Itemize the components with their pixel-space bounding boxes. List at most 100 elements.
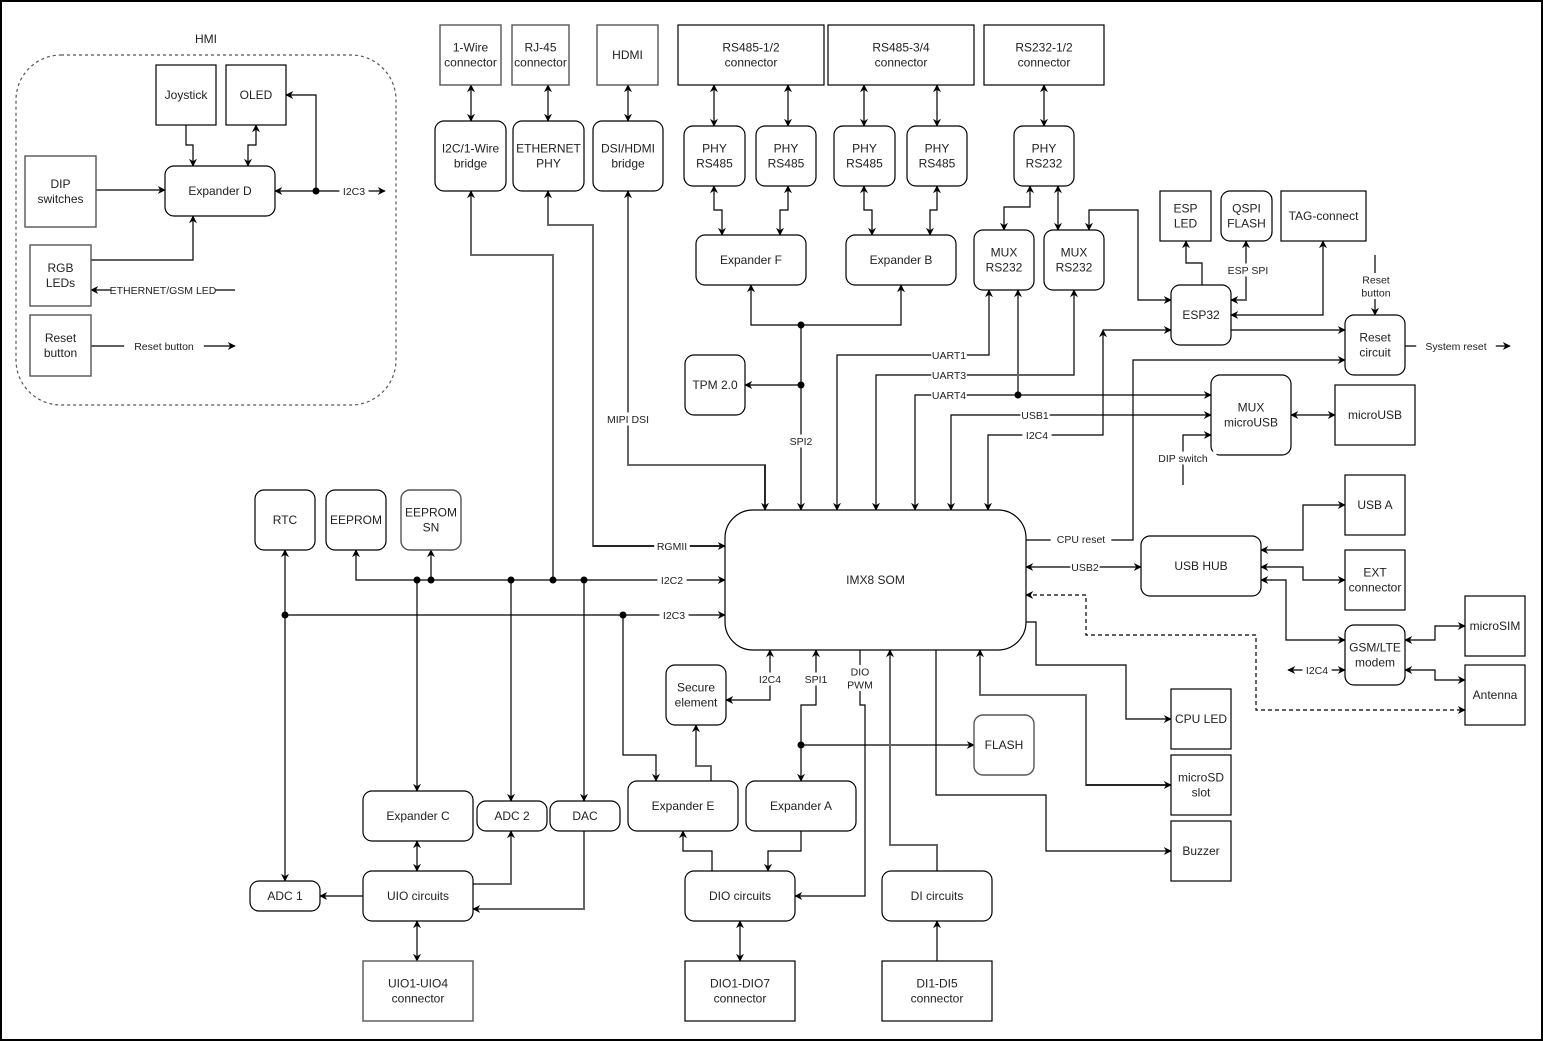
block-di-circuits: DI circuits <box>881 870 993 922</box>
connection-line <box>1025 591 1466 714</box>
connection-line <box>886 649 938 871</box>
connection-line <box>472 831 585 913</box>
label-bg <box>1020 408 1050 422</box>
block-expander-b: Expander B <box>845 234 957 286</box>
block-esp32: ESP32 <box>1170 284 1232 346</box>
block-shape <box>695 234 807 286</box>
block-shape <box>439 24 502 86</box>
block-shape <box>684 354 746 416</box>
block-label: Expander A <box>770 799 832 813</box>
block-label: Antenna <box>1473 688 1518 702</box>
connection-line <box>911 391 1212 511</box>
block-shape <box>511 24 570 86</box>
block-shape <box>1140 535 1262 597</box>
block-label: Expander F <box>720 253 782 267</box>
connection-line <box>467 190 554 580</box>
block-label: USB A <box>1357 498 1392 512</box>
label-bg <box>659 608 689 622</box>
block-label: TPM 2.0 <box>692 378 738 392</box>
block-label: USB HUB <box>1174 559 1227 573</box>
block-label: microSIM <box>1470 619 1521 633</box>
junction-dot <box>549 576 557 584</box>
block-shape <box>225 64 287 126</box>
block-label: Expander C <box>386 809 450 823</box>
block-shape <box>155 64 217 126</box>
signal-label-system-reset: System reset <box>1425 341 1486 353</box>
block-imx8-som: IMX8 SOM <box>724 509 1027 651</box>
signal-label-spi1: SPI1 <box>805 674 828 686</box>
block-microusb: microUSB <box>1334 384 1416 446</box>
block-expander-c: Expander C <box>362 790 474 842</box>
block-tpm: TPM 2.0 <box>684 354 746 416</box>
block-label: RTC <box>273 513 298 527</box>
block-label: Joystick <box>165 88 209 102</box>
block-expander-d: Expander D <box>164 165 276 217</box>
signal-label-i2c4-modem: I2C4 <box>1306 665 1328 677</box>
label-bg <box>1070 560 1100 574</box>
label-bg <box>657 573 687 587</box>
block-shape <box>434 120 507 192</box>
hmi-group-border <box>15 54 397 406</box>
signal-label-rgmii: RGMII <box>657 541 687 553</box>
block-label: ADC 2 <box>494 809 530 823</box>
block-shape <box>362 960 474 1022</box>
block-shape <box>724 509 1027 651</box>
block-shape <box>362 870 474 922</box>
label-bg <box>1302 663 1332 677</box>
connection-line <box>1404 622 1466 644</box>
signal-label-dip-switch: DIP switch <box>1158 453 1208 465</box>
signal-label-spi2: SPI2 <box>790 436 813 448</box>
label-bg <box>1050 532 1112 546</box>
connection-line <box>710 185 726 236</box>
block-shape <box>1464 595 1526 657</box>
block-label: HDMI <box>612 48 643 62</box>
signal-label-esp-spi: ESP SPI <box>1228 265 1269 277</box>
block-shape <box>400 489 462 551</box>
junction-dot <box>507 576 515 584</box>
block-rtc: RTC <box>254 489 316 551</box>
connection-line <box>244 124 260 167</box>
connection-line <box>91 215 197 261</box>
junction-dot <box>281 611 289 619</box>
signal-label-i2c4-top: I2C4 <box>1026 430 1048 442</box>
connection-line <box>935 650 1172 855</box>
junction-dot <box>413 576 421 584</box>
label-bg <box>1149 451 1217 465</box>
block-shape <box>683 125 746 187</box>
connection-line <box>1404 666 1466 684</box>
signal-label-i2c2: I2C2 <box>661 575 683 587</box>
block-label: ESP32 <box>1182 308 1220 322</box>
label-bg <box>124 339 204 353</box>
block-label: DI circuits <box>911 889 964 903</box>
block-shape <box>906 125 968 187</box>
junction-dot <box>427 576 435 584</box>
connection-line <box>473 830 515 885</box>
connection-line <box>926 185 941 236</box>
label-bg <box>786 434 816 448</box>
connection-line <box>622 615 660 782</box>
block-label: Buzzer <box>1182 844 1219 858</box>
label-bg <box>654 539 690 553</box>
signal-label-uart4: UART4 <box>932 390 966 402</box>
label-bg <box>110 283 216 297</box>
